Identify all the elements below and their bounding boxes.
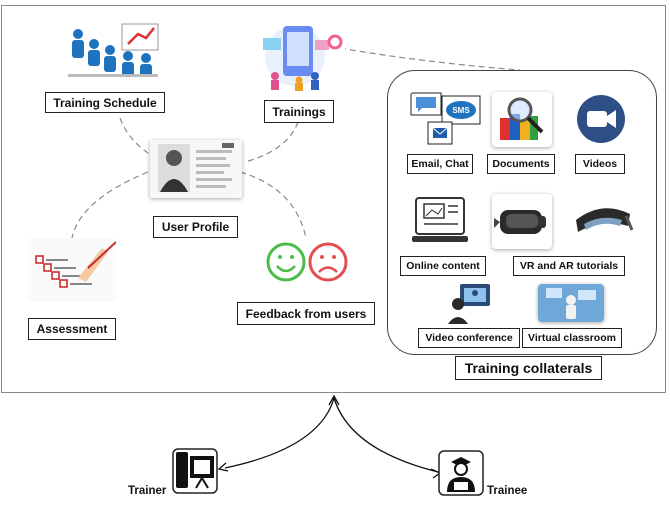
chat-sms-mail-icon: SMS [410,92,482,147]
trainer-label: Trainer [128,485,167,497]
user-profile-label: User Profile [153,216,238,238]
ar-glasses-icon [572,190,634,245]
vr-headset-icon [492,194,552,249]
classroom-presentation-icon [58,20,168,80]
virtual-classroom-icon [538,284,604,322]
trainee-icon [438,450,484,496]
assessment-label: Assessment [28,318,116,340]
feedback-label: Feedback from users [237,302,375,325]
video-conference-icon [446,282,494,326]
arrow-head [328,394,340,406]
training-collaterals-label: Training collaterals [455,356,602,380]
videos-label: Videos [575,154,625,174]
sms-text: SMS [452,106,470,115]
connector-trainings-collaterals [339,47,521,71]
documents-label: Documents [487,154,555,174]
email-chat-label: Email, Chat [407,154,473,174]
arrow-trainer [224,397,335,469]
online-content-icon [410,194,470,249]
video-camera-icon [570,92,632,147]
connector-profile-feedback [239,171,307,239]
documents-magnifier-icon [492,92,552,147]
video-conference-label: Video conference [418,328,520,348]
trainee-label: Trainee [487,485,528,497]
online-content-label: Online content [400,256,486,276]
trainer-icon [172,448,218,494]
checklist-icon [28,238,116,302]
virtual-classroom-label: Virtual classroom [522,328,622,348]
arrow-trainee [333,397,439,473]
profile-card-icon [150,140,242,198]
arrow-head-left [217,462,229,472]
happy-sad-faces-icon [262,236,352,288]
online-training-illustration-icon [255,18,345,93]
vr-ar-tutorials-label: VR and AR tutorials [513,256,625,276]
training-schedule-label: Training Schedule [45,92,165,113]
trainings-label: Trainings [264,100,334,123]
connector-trainings-profile [244,121,299,163]
connector-profile-assessment [71,171,149,239]
